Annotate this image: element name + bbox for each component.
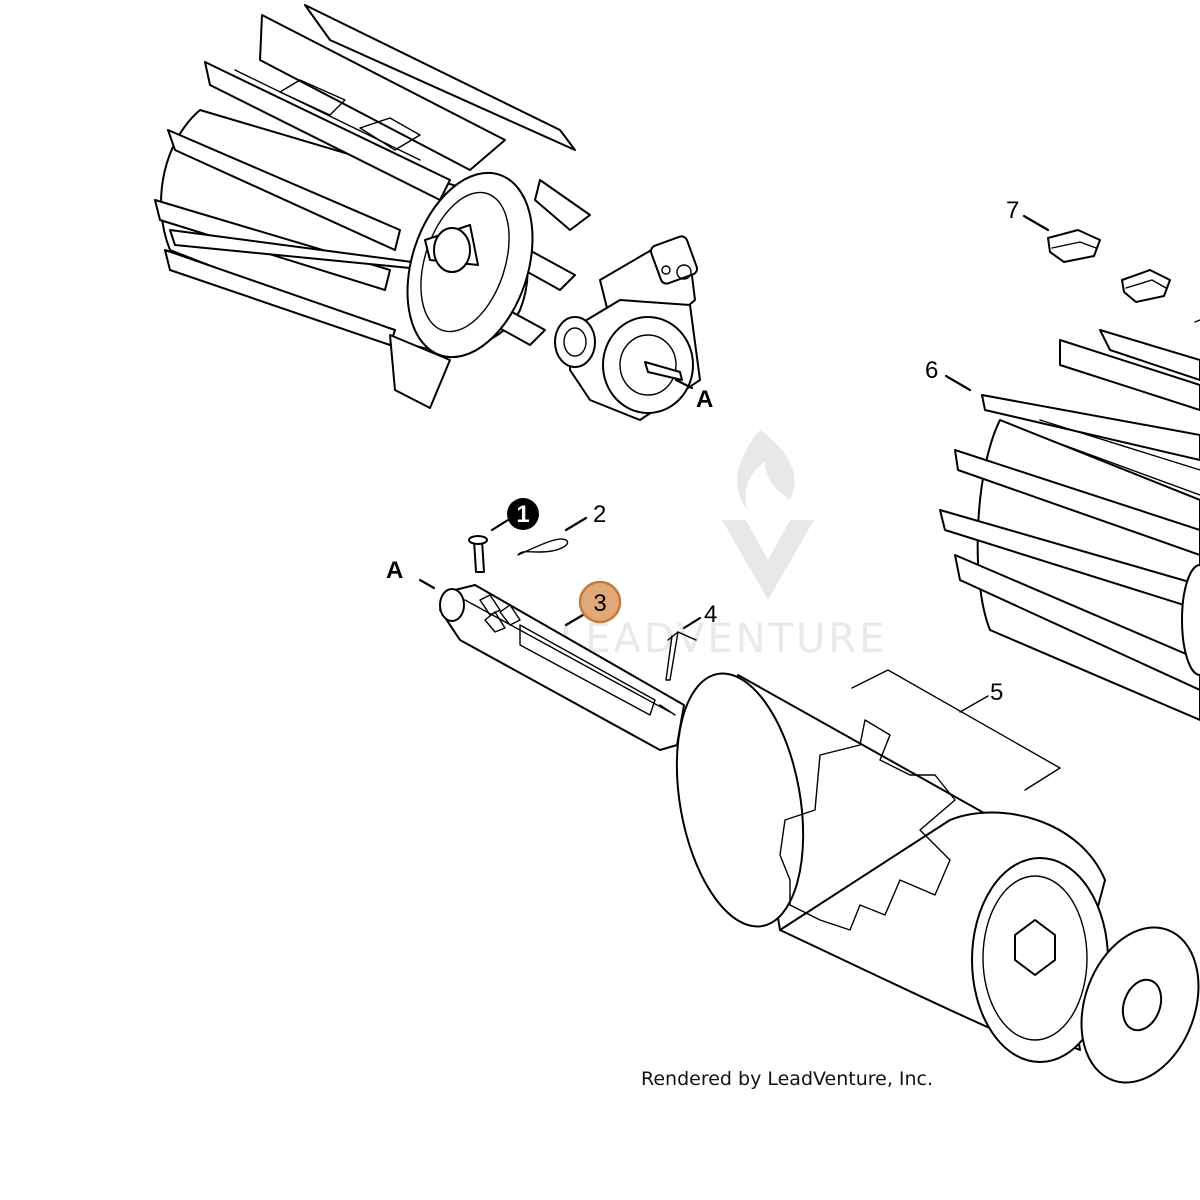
callout-ref-a-left: A [386, 557, 436, 590]
washer-part [1080, 926, 1200, 1084]
footer-credit: Rendered by LeadVenture, Inc. [641, 1068, 933, 1090]
callout-item-3-label: 3 [593, 590, 606, 617]
highlight-circle [578, 580, 622, 624]
leadventure-watermark-logo: LEADVENTURE [560, 430, 887, 662]
callout-item-2-label: 2 [593, 501, 606, 528]
callout-item-7[interactable]: 7 [1006, 197, 1050, 232]
callout-item-2[interactable]: 2 [564, 501, 606, 532]
callout-item-1[interactable]: 1 [490, 498, 539, 532]
clevis-pin-part [468, 535, 488, 573]
callout-item-6-label: 6 [925, 357, 938, 384]
callout-item-1-label: 1 [516, 501, 529, 528]
drive-adapter-part [439, 584, 685, 751]
hairpin-clip-part [517, 538, 569, 556]
callout-item-5[interactable]: 5 [851, 669, 1061, 791]
callout-item-7-label: 7 [1006, 197, 1019, 224]
cotter-pin-part [665, 631, 697, 681]
callout-item-4[interactable]: 4 [682, 601, 717, 630]
callout-item-4-label: 4 [704, 601, 717, 628]
callout-ref-a-top: A [674, 378, 713, 413]
watermark-text: LEADVENTURE [560, 616, 887, 662]
brush-roller-top [154, 4, 591, 409]
callout-item-6[interactable]: 6 [925, 357, 972, 392]
bristle-clip-parts [1047, 229, 1200, 323]
callout-item-5-label: 5 [990, 679, 1003, 706]
brush-roller-right [939, 329, 1200, 721]
callout-ref-a-left-label: A [386, 557, 403, 584]
gearbox-assembly [554, 235, 701, 421]
roller-drum-part [675, 672, 1109, 1063]
callout-item-3-highlighted[interactable]: 3 [564, 580, 622, 627]
callout-ref-a-top-label: A [696, 386, 713, 413]
